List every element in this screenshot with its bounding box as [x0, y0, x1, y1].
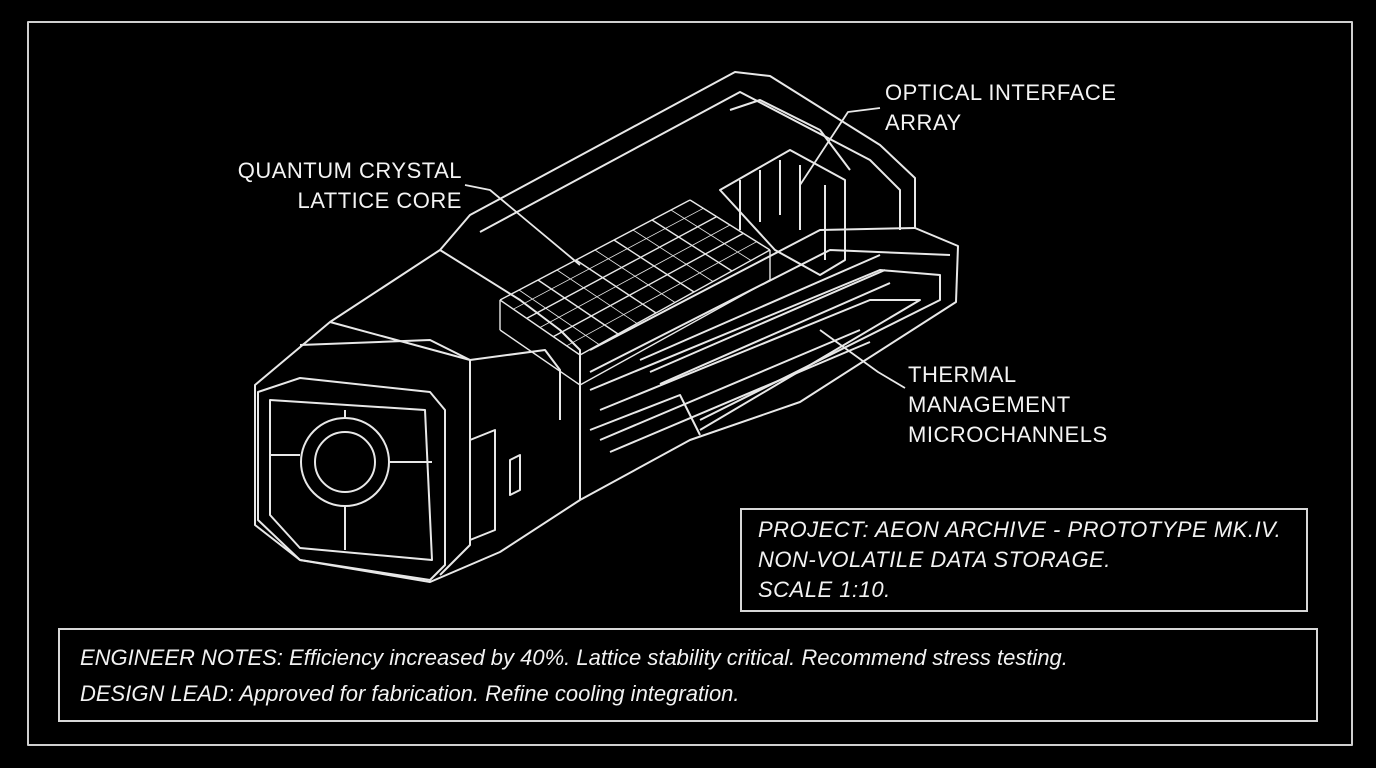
drawing-frame: [27, 21, 1353, 746]
callout-thermal: THERMAL MANAGEMENT MICROCHANNELS: [908, 360, 1108, 450]
leader-lines: [464, 107, 906, 389]
title-block-line: NON-VOLATILE DATA STORAGE.: [758, 547, 1111, 572]
core-leader: [464, 184, 581, 266]
thermal-channels: [599, 254, 891, 453]
device-body: [254, 71, 959, 583]
title-block-line: PROJECT: AEON ARCHIVE - PROTOTYPE MK.IV.: [758, 517, 1282, 542]
lattice-line: [499, 199, 691, 301]
callout-optical: OPTICAL INTERFACE ARRAY: [885, 78, 1116, 138]
callout-core: QUANTUM CRYSTAL LATTICE CORE: [234, 156, 462, 216]
optical-array: [719, 99, 851, 276]
lattice-line: [552, 232, 744, 338]
callout-optical-line1: OPTICAL INTERFACE: [885, 80, 1117, 105]
lattice-line: [499, 329, 581, 386]
end-cap: [257, 377, 521, 581]
callout-thermal-line2: MANAGEMENT: [908, 392, 1071, 417]
callout-optical-line2: ARRAY: [885, 110, 962, 135]
lattice-line: [579, 249, 771, 356]
lattice-line: [539, 224, 731, 328]
callout-thermal-line1: THERMAL: [908, 362, 1017, 387]
design-lead-notes: DESIGN LEAD: Approved for fabrication. R…: [80, 681, 740, 706]
notes-block: ENGINEER NOTES: Efficiency increased by …: [58, 628, 1318, 722]
lattice-line: [579, 279, 771, 386]
lattice-core: [499, 199, 771, 386]
callout-thermal-line3: MICROCHANNELS: [908, 422, 1108, 447]
engineer-notes: ENGINEER NOTES: Efficiency increased by …: [80, 645, 1068, 670]
title-block: PROJECT: AEON ARCHIVE - PROTOTYPE MK.IV.…: [740, 508, 1308, 612]
thermal-leader: [819, 329, 906, 389]
lattice-line: [526, 216, 717, 319]
optical-leader: [799, 107, 881, 186]
lattice-line: [513, 207, 704, 310]
title-block-line: SCALE 1:10.: [758, 577, 891, 602]
callout-core-line1: QUANTUM CRYSTAL: [237, 158, 462, 183]
lattice-line: [566, 241, 757, 347]
callout-core-line2: LATTICE CORE: [297, 188, 462, 213]
